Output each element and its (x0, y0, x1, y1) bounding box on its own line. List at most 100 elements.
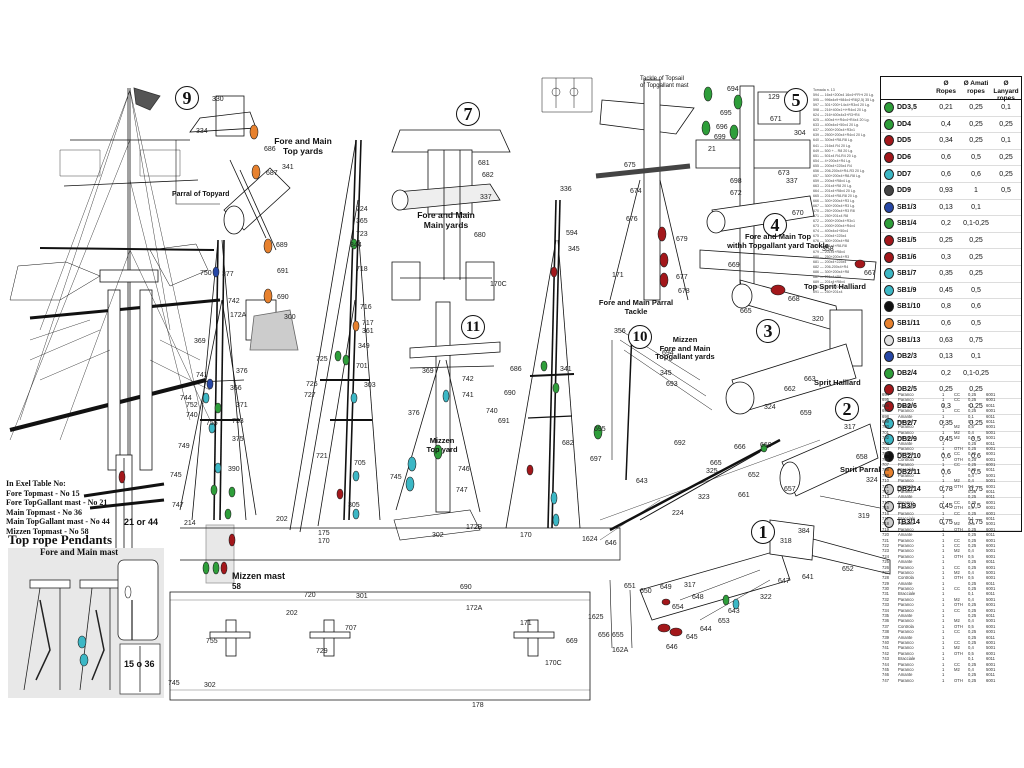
amati-diameter: 0,75 (969, 336, 983, 344)
part-number-label: 337 (480, 194, 492, 201)
rope-diameter: 0,35 (939, 419, 953, 427)
parts-list-cell: 1 (942, 613, 945, 619)
parts-list-cell: 0,25 (968, 677, 977, 683)
parts-list-cell: Paranco (898, 392, 914, 397)
parts-list-cell: 0,25 (968, 586, 977, 592)
rope-code: SB1/9 (897, 286, 917, 294)
index-list-item: 633 — 400x4x4+50x4 20 Lg. (813, 123, 860, 128)
index-list-item: 649 — 500 +... R8 20 Lg. (813, 148, 854, 153)
part-number-label: 172A (230, 312, 247, 319)
rope-code: SB1/7 (897, 270, 917, 278)
amati-diameter: 0,25 (969, 120, 983, 128)
part-number-label: 349 (358, 343, 370, 350)
parts-list-cell: CC (954, 639, 961, 645)
parts-list-cell: Paranco (898, 677, 914, 683)
part-number-label: 741 (196, 372, 208, 379)
part-number-label: 740 (486, 408, 498, 415)
rope-diameter: 0,6 (941, 320, 951, 328)
part-number-label: 658 (856, 454, 868, 461)
part-number-label: 319 (858, 513, 870, 520)
part-number-label: 755 (206, 638, 218, 645)
part-number-label: 668 (788, 296, 800, 303)
part-number-label: 742 (228, 298, 240, 305)
rope-code: DB2/6 (897, 402, 917, 410)
index-list-item: 690 — 250+200x4 (813, 284, 843, 289)
rope-color-swatch (881, 334, 897, 346)
parts-list-cell: 6011 (986, 515, 996, 521)
parts-list-cell: 1 (942, 462, 945, 468)
rope-diameter: 0,25 (939, 386, 953, 394)
parts-list-cell: Amante (898, 494, 913, 500)
index-list-item: 679 — 201x4+R8x4 (813, 249, 845, 254)
parts-list-cell: 1 (942, 586, 945, 592)
parts-list-cell: 6001 (986, 623, 996, 629)
parts-list-cell: 0,1 (968, 515, 974, 521)
hull-profile (180, 527, 621, 561)
rope-diameter: 0,3 (941, 253, 951, 261)
rope-diameter: 0,6 (941, 154, 951, 162)
parts-list-cell: M2 (954, 569, 960, 575)
parts-list-cell: Amante (898, 634, 913, 640)
parts-list-cell: 6011 (986, 580, 996, 586)
parts-list-cell: 1 (942, 435, 945, 441)
excel-table-note: In Exel Table No: Fore Topmast - No 15 F… (6, 479, 110, 536)
part-number-label: 726 (306, 381, 318, 388)
part-number-label: 337 (786, 178, 798, 185)
amati-diameter: 0,6 (971, 170, 981, 178)
part-number-label: 175 (318, 530, 330, 537)
part-number-label: 686 (264, 146, 276, 153)
part-number-label: 202 (276, 516, 288, 523)
rope-color-swatch (881, 168, 897, 180)
parts-list-cell: 734 (882, 607, 889, 613)
rope-color-swatch (881, 417, 897, 429)
fig10-topgallant-yards (611, 329, 713, 481)
index-list-item: 682 — 206-200x4+R4 (813, 264, 849, 269)
full-rigging-overview (9, 87, 221, 471)
parts-list-cell: 697 (882, 408, 889, 414)
parts-list-cell: CC (954, 607, 961, 613)
parts-list-cell: 0,25 (968, 462, 977, 468)
part-number-label: 677 (676, 274, 688, 281)
index-list-item: 678 — 201x4+R8-R8 (813, 244, 847, 249)
block-color-icon (884, 483, 894, 495)
parts-list-cell: 6001 (986, 537, 996, 543)
parts-list-cell: 1 (942, 515, 945, 521)
amati-diameter: 0,75 (969, 485, 983, 493)
part-number-label: 341 (560, 366, 572, 373)
index-list-item: 689 — 201x4+R8x4 (813, 279, 845, 284)
caption-fore-main-top-tackle: Fore and Main Top withh Topgallant yard … (727, 232, 829, 250)
parts-list-cell: 696 (882, 402, 889, 408)
lanyard-diameter: 0,25 (999, 154, 1013, 162)
part-number-label: 671 (770, 116, 782, 123)
parts-list-cell: OTH (954, 677, 963, 683)
parts-list-cell: 722 (882, 542, 889, 548)
top-rope-subtitle: Fore and Main mast (40, 547, 119, 557)
parts-list-cell: 718 (882, 521, 889, 527)
part-number-label: 356 (614, 328, 626, 335)
part-number-label: 654 (672, 604, 684, 611)
parts-list-cell: 6011 (986, 672, 996, 678)
parts-list-cell: 1 (942, 483, 945, 489)
parts-list-cell: 736 (882, 618, 889, 624)
parts-list-cell: 0,25 (968, 440, 977, 446)
parts-list-cell: 6001 (986, 462, 996, 468)
parts-list-cell: M2 (954, 429, 960, 435)
part-number-label: 324 (764, 404, 776, 411)
part-number-label: 162A (612, 647, 629, 654)
parts-list-cell: CC (954, 392, 961, 397)
part-number-label: 1625 (588, 614, 604, 621)
parts-list-cell: 6001 (986, 575, 996, 581)
rope-color-swatch (881, 384, 897, 396)
lanyard-diameter: 0,1 (1001, 137, 1011, 145)
part-number-label: 660 (760, 442, 772, 449)
fig4-top-sprit-halliard (699, 249, 877, 333)
parts-list-cell: 5001 (986, 666, 996, 672)
